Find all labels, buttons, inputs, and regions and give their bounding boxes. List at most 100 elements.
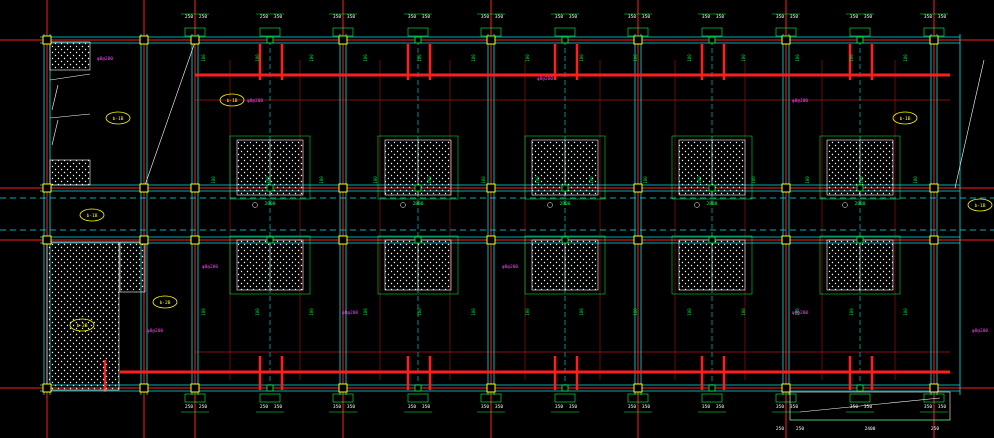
rebar-tag: φ8@200	[792, 310, 809, 316]
pile-cap-outline	[524, 235, 606, 295]
dim-text-top: 350	[408, 14, 416, 20]
dim-box-top	[627, 27, 649, 37]
rebar-tag: φ8@200	[97, 56, 114, 62]
dim-text-top: 250	[260, 14, 268, 20]
dim-text-top: 350	[864, 14, 872, 20]
beam-dim-text: 100	[913, 176, 918, 184]
dim-box-bottom	[775, 393, 797, 403]
dim-text-top: 350	[702, 14, 710, 20]
beam-dim-text: 100	[579, 54, 584, 62]
label-bubble	[69, 318, 95, 332]
label-bubble	[967, 198, 993, 212]
pile-marker	[400, 202, 406, 208]
dim-text-top: 250	[185, 14, 193, 20]
beam-dim-text: 100	[255, 54, 260, 62]
column-node	[929, 183, 939, 193]
dim-box-top	[184, 27, 206, 37]
beam-dim-text: 100	[751, 176, 756, 184]
dim-box-bottom	[849, 393, 871, 403]
pile-dim-text: 2800	[855, 201, 866, 207]
beam-dim-text: 100	[643, 176, 648, 184]
column-node	[338, 35, 348, 45]
pile-dim-text: 2800	[413, 201, 424, 207]
beam-dim-text: 100	[903, 308, 908, 316]
beam-dim-text: 100	[805, 176, 810, 184]
column-node	[486, 35, 496, 45]
legend-dim-text: 250	[796, 426, 804, 432]
beam-dim-text: 100	[201, 54, 206, 62]
pile-caps	[46, 41, 985, 391]
dim-box-top	[259, 27, 281, 37]
dim-text-bottom: 350	[274, 404, 282, 410]
slab-hatched-top-left	[49, 41, 91, 71]
dim-text-top: 350	[481, 14, 489, 20]
column-node	[486, 183, 496, 193]
column-node-small	[414, 236, 422, 244]
dim-box-top	[849, 27, 871, 37]
pile-cap-outline	[671, 235, 753, 295]
beam-dim-text: 100	[849, 54, 854, 62]
column-node	[190, 35, 200, 45]
column-node	[633, 383, 643, 393]
label-bubble	[79, 208, 105, 222]
dim-text-bottom: 350	[628, 404, 636, 410]
pile-dim-text: 2800	[560, 201, 571, 207]
dim-box-bottom	[259, 393, 281, 403]
column-node	[338, 235, 348, 245]
beam-layout	[0, 34, 994, 395]
column-node-small	[856, 384, 864, 392]
label-bubble-text: b-1B	[900, 116, 911, 122]
column-node	[929, 235, 939, 245]
dim-text-top: 350	[850, 14, 858, 20]
column-node	[781, 183, 791, 193]
rebar-lines	[46, 44, 950, 392]
column-node	[139, 383, 149, 393]
dim-text-bottom: 350	[642, 404, 650, 410]
beam-dim-text: 100	[201, 308, 206, 316]
dim-text-bottom: 250	[185, 404, 193, 410]
label-bubble-text: b-2B	[160, 300, 171, 306]
column-node-small	[561, 236, 569, 244]
column-node	[190, 235, 200, 245]
pile-cap-outline	[671, 135, 753, 200]
column-node-small	[708, 384, 716, 392]
beam-dim-text: 100	[255, 308, 260, 316]
column-nodes	[42, 35, 939, 393]
diagonal-line	[954, 59, 985, 189]
beam-dim-text: 100	[363, 308, 368, 316]
pile-cap-outline	[377, 235, 459, 295]
column-node	[633, 183, 643, 193]
column-node-small	[414, 184, 422, 192]
column-node	[139, 183, 149, 193]
beam-dim-text: 100	[795, 308, 800, 316]
column-node-small	[708, 184, 716, 192]
dim-text-top: 350	[555, 14, 563, 20]
column-node	[929, 383, 939, 393]
column-node	[929, 35, 939, 45]
beam-dim-text: 100	[903, 54, 908, 62]
rebar-tag: φ8@200	[147, 328, 164, 334]
beam-dim-text: 100	[265, 176, 270, 184]
beam-dim-text: 100	[417, 308, 422, 316]
beam-dim-text: 100	[741, 308, 746, 316]
label-bubble-text: b-1B	[87, 213, 98, 219]
dim-text-bottom: 350	[347, 404, 355, 410]
dim-text-top: 350	[495, 14, 503, 20]
dim-text-bottom: 350	[702, 404, 710, 410]
beam-dim-text: 100	[211, 176, 216, 184]
label-bubble-text: b-1B	[227, 98, 238, 104]
beam-dim-text: 100	[849, 308, 854, 316]
stair-line	[49, 113, 91, 119]
dim-box-bottom	[480, 393, 502, 403]
column-node-small	[561, 184, 569, 192]
beam-dim-text: 100	[471, 54, 476, 62]
column-node	[190, 383, 200, 393]
slab-hatched-small	[119, 241, 146, 293]
rebar-tag: φ8@200	[202, 264, 219, 270]
dim-text-top: 350	[569, 14, 577, 20]
pile-cap-outline	[524, 135, 606, 200]
